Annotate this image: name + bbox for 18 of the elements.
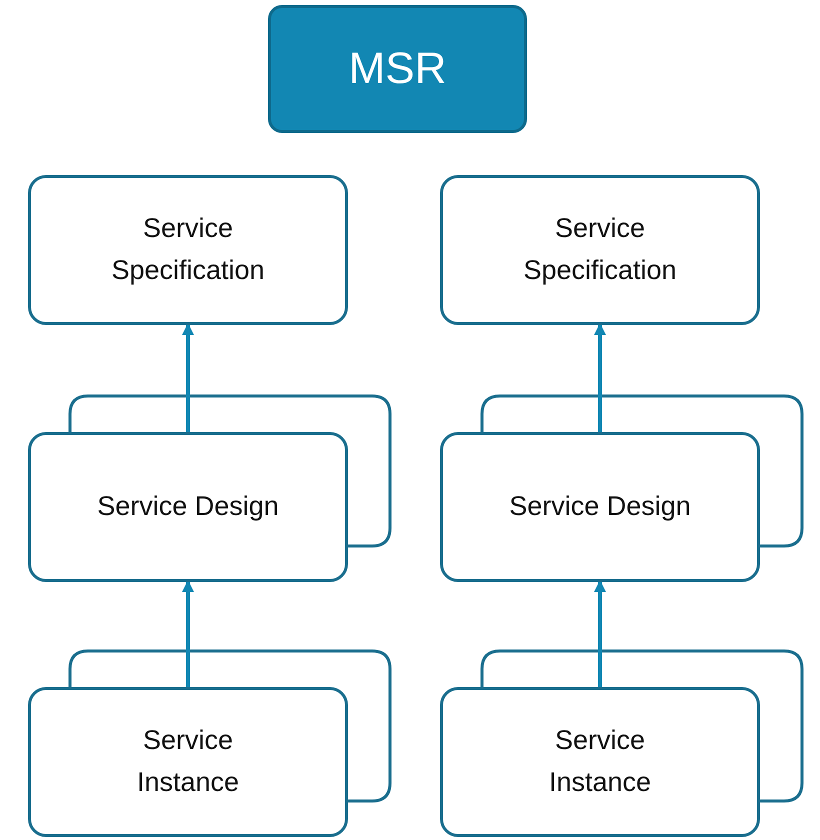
process-box [28, 687, 348, 837]
arrow [594, 323, 606, 432]
box-label: Service Design [97, 490, 279, 524]
box-label: Service Instance [136, 724, 240, 799]
process-box [28, 175, 348, 325]
title-box [268, 5, 527, 133]
process-box [440, 432, 760, 582]
arrow [594, 580, 606, 687]
process-box [440, 175, 760, 325]
arrow [182, 323, 194, 432]
box-label: Service Design [509, 490, 691, 524]
box-label: Service Instance [548, 724, 652, 799]
box-label: Service Specification [110, 212, 266, 287]
process-box [28, 432, 348, 582]
arrow [182, 580, 194, 687]
process-box [440, 687, 760, 837]
box-label: MSR [348, 42, 446, 95]
box-label: Service Specification [522, 212, 678, 287]
